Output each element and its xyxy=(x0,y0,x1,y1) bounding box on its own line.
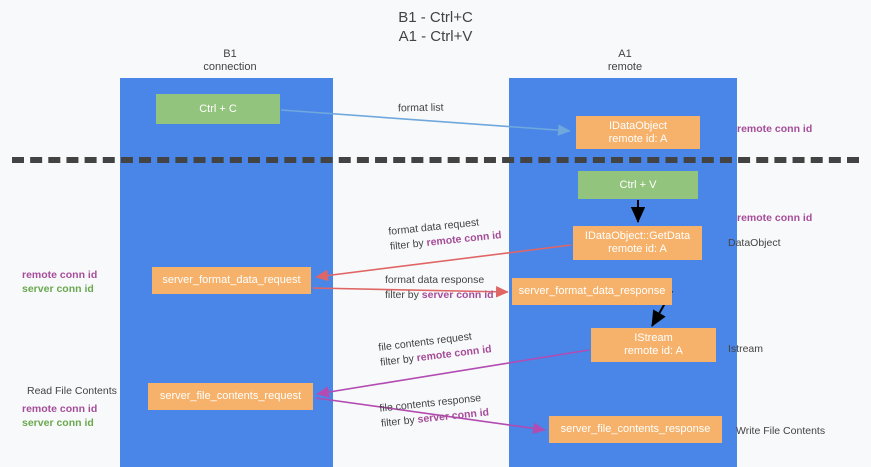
box-server-format-data-request-label: server_format_data_request xyxy=(162,274,301,286)
box-ctrl-c[interactable]: Ctrl + C xyxy=(156,94,280,124)
box-server-file-contents-response[interactable]: server_file_contents_response xyxy=(549,416,722,443)
label-right-remote-conn-id-mid: remote conn id xyxy=(737,212,813,224)
label-right-dataobject: DataObject xyxy=(728,237,781,249)
lane-header-a1-name: A1 xyxy=(618,48,632,60)
label-left-conn-ids-top: remote conn id server conn id xyxy=(22,268,97,296)
box-server-format-data-response-label: server_format_data_response xyxy=(518,285,666,297)
box-getdata-label: IDataObject::GetData xyxy=(584,230,691,242)
label-left-conn-ids-bottom: remote conn id server conn id xyxy=(22,402,97,430)
box-istream-label: IStream xyxy=(634,332,673,344)
label-right-remote-conn-id-top: remote conn id xyxy=(737,123,813,135)
box-ctrl-c-label: Ctrl + C xyxy=(199,102,237,115)
annotation-format-data-response: format data response filter by server co… xyxy=(385,273,494,303)
box-getdata-remote-id: remote id: A xyxy=(608,243,667,255)
annotation-format-data-request: format data request filter by remote con… xyxy=(388,213,503,255)
box-istream-remote-id: remote id: A xyxy=(624,345,683,357)
filter-prefix: filter by xyxy=(385,289,422,301)
label-left-server-conn-id-2: server conn id xyxy=(22,417,94,429)
box-server-file-contents-request[interactable]: server_file_contents_request xyxy=(148,383,313,410)
box-idataobject-label: IDataObject xyxy=(608,119,668,132)
annotation-format-list: format list xyxy=(398,101,444,117)
filter-prefix: filter by xyxy=(379,352,418,369)
box-server-format-data-request[interactable]: server_format_data_request xyxy=(152,267,311,294)
box-server-format-data-response[interactable]: server_format_data_response xyxy=(512,278,672,305)
filter-key: server conn id xyxy=(421,289,494,301)
annotation-file-contents-response: file contents response filter by server … xyxy=(379,390,490,431)
title-line-1: B1 - Ctrl+C xyxy=(398,9,473,26)
lane-header-b1-name: B1 xyxy=(223,48,237,60)
title-line-2: A1 - Ctrl+V xyxy=(398,28,473,45)
label-left-server-conn-id: server conn id xyxy=(22,283,94,295)
box-idataobject-remote-id: remote id: A xyxy=(608,132,668,145)
lane-header-a1-role: remote xyxy=(607,61,643,73)
label-left-remote-conn-id: remote conn id xyxy=(22,269,98,281)
filter-prefix: filter by xyxy=(380,413,419,430)
box-server-file-contents-response-label: server_file_contents_response xyxy=(560,423,711,435)
box-ctrl-v-label: Ctrl + V xyxy=(619,178,657,191)
lane-header-b1: B1 connection xyxy=(150,48,310,74)
label-right-write-file-contents: Write File Contents xyxy=(736,425,826,437)
filter-prefix: filter by xyxy=(389,237,428,253)
page-title: B1 - Ctrl+C A1 - Ctrl+V xyxy=(0,8,871,46)
label-left-read-file-contents: Read File Contents xyxy=(27,385,117,397)
label-right-istream: Istream xyxy=(728,343,764,355)
box-idataobject[interactable]: IDataObject remote id: A xyxy=(576,116,700,149)
box-server-file-contents-request-label: server_file_contents_request xyxy=(159,390,302,402)
phase-divider xyxy=(12,157,859,163)
lane-header-a1: A1 remote xyxy=(545,48,705,74)
box-idataobject-getdata[interactable]: IDataObject::GetData remote id: A xyxy=(573,226,702,260)
box-istream[interactable]: IStream remote id: A xyxy=(591,328,716,362)
annotation-format-data-response-text: format data response xyxy=(385,274,485,286)
annotation-format-data-response-filter: filter by server conn id xyxy=(385,288,494,303)
annotation-file-contents-request: file contents request filter by remote c… xyxy=(378,327,493,370)
lane-header-b1-role: connection xyxy=(203,61,257,73)
box-ctrl-v[interactable]: Ctrl + V xyxy=(578,171,698,199)
annotation-format-list-text: format list xyxy=(397,101,444,115)
label-left-remote-conn-id-2: remote conn id xyxy=(22,403,98,415)
